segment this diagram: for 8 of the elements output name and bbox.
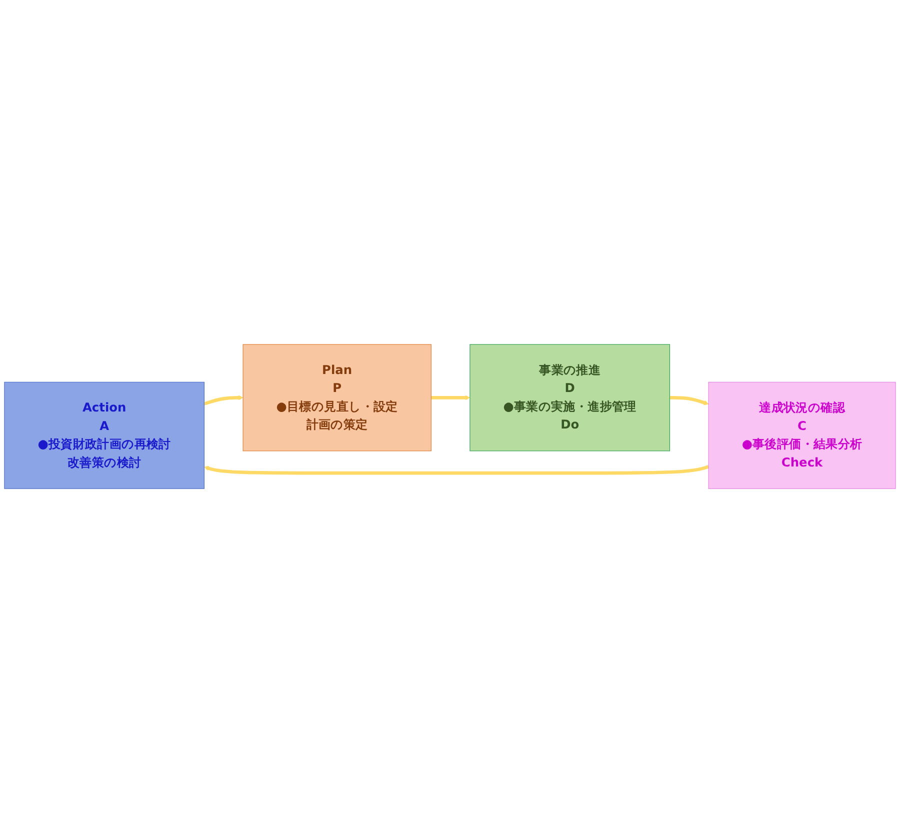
arrow: [204, 396, 244, 406]
arrow: [670, 396, 709, 406]
node-box: 達成状況の確認 C ●事後評価・結果分析 Check: [708, 382, 896, 490]
node-box: Action A ●投資財政計画の再検討 改善策の検討: [4, 382, 204, 490]
node-box: Plan P ●目標の見直し・設定 計画の策定: [242, 344, 432, 452]
node-box: 事業の推進 D ●事業の実施・進捗管理 Do: [470, 344, 670, 452]
arrow: [431, 396, 470, 401]
arrow: [204, 466, 710, 476]
